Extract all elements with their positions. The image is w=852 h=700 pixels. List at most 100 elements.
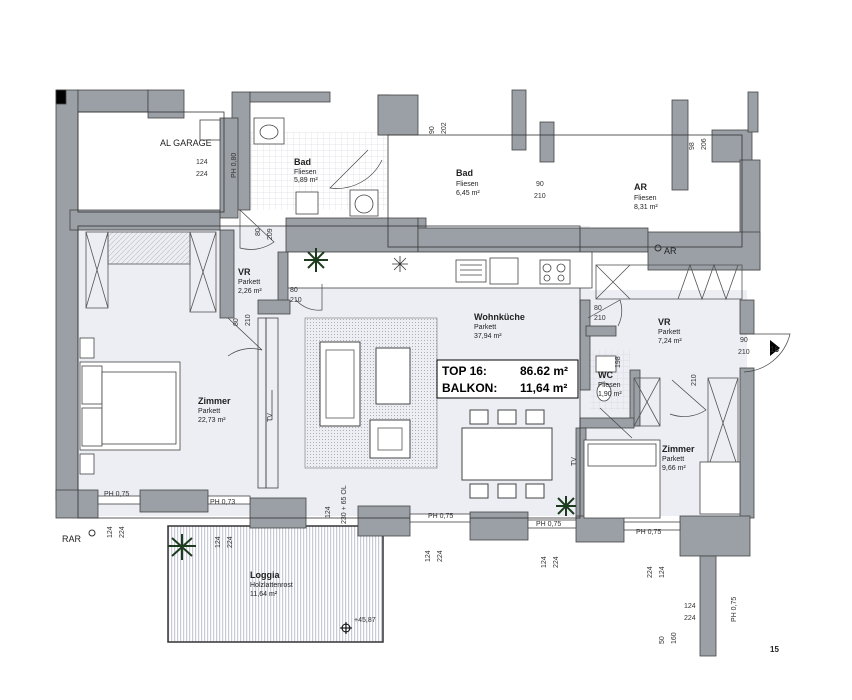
svg-text:210: 210 [738, 349, 750, 356]
living-furniture [304, 317, 553, 499]
svg-text:202: 202 [441, 122, 448, 134]
room-label-wohn: Wohnküche Parkett 37,94 m² [474, 312, 525, 340]
outlines [77, 111, 743, 519]
svg-text:124: 124 [107, 526, 114, 538]
svg-text:98: 98 [689, 142, 696, 150]
room-label-zimmer1: Zimmer Parkett 22,73 m² [198, 396, 231, 424]
room-label-loggia: Loggia Holzlattenrost 11,64 m² [250, 570, 293, 598]
windows [97, 495, 681, 531]
page-number: 15 [770, 645, 779, 654]
svg-text:PH 0,80: PH 0,80 [231, 153, 238, 178]
garage-label: AL GARAGE [160, 138, 212, 148]
svg-text:90: 90 [536, 181, 544, 188]
svg-text:90: 90 [740, 337, 748, 344]
svg-text:PH 0,75: PH 0,75 [428, 513, 453, 520]
svg-text:VR: VR [238, 267, 251, 277]
svg-text:7,24 m²: 7,24 m² [658, 338, 682, 345]
ar-marker: AR [664, 246, 677, 256]
svg-text:Zimmer: Zimmer [198, 396, 231, 406]
svg-text:8,31 m²: 8,31 m² [634, 204, 658, 211]
svg-text:210: 210 [594, 315, 606, 322]
svg-text:PH 0,75: PH 0,75 [104, 491, 129, 498]
svg-text:210: 210 [290, 297, 302, 304]
svg-text:PH 0,75: PH 0,75 [636, 529, 661, 536]
svg-text:224: 224 [437, 550, 444, 562]
doors [227, 149, 791, 439]
svg-text:230 + 65 OL: 230 + 65 OL [341, 485, 348, 524]
room-label-wc: WC Fliesen 1,90 m² [598, 370, 622, 398]
svg-text:210: 210 [534, 193, 546, 200]
svg-text:210: 210 [691, 374, 698, 386]
unit-number: 16 [770, 345, 779, 354]
svg-text:124: 124 [684, 603, 696, 610]
svg-text:Fliesen: Fliesen [634, 195, 657, 202]
svg-text:224: 224 [196, 171, 208, 178]
svg-text:124: 124 [659, 566, 666, 578]
rar-circle-icon [88, 529, 96, 537]
svg-text:6,45 m²: 6,45 m² [456, 190, 480, 197]
svg-text:Fliesen: Fliesen [294, 169, 317, 176]
svg-text:Bad: Bad [294, 157, 311, 167]
svg-text:+45,87: +45,87 [354, 617, 376, 624]
svg-text:124: 124 [541, 556, 548, 568]
svg-text:80: 80 [255, 228, 262, 236]
svg-text:198: 198 [615, 356, 622, 368]
room-label-ar: AR Fliesen 8,31 m² [634, 182, 658, 211]
svg-text:Fliesen: Fliesen [598, 382, 621, 389]
dividers [257, 317, 279, 489]
svg-text:160: 160 [671, 632, 678, 644]
svg-text:Parkett: Parkett [474, 324, 496, 331]
summary-balcony-value: 11,64 m² [520, 381, 567, 395]
svg-text:80: 80 [594, 305, 602, 312]
svg-text:AR: AR [634, 182, 647, 192]
svg-text:224: 224 [119, 526, 126, 538]
wardrobes [85, 231, 743, 469]
svg-text:124: 124 [425, 550, 432, 562]
room-label-zimmer2: Zimmer Parkett 9,66 m² [662, 444, 695, 472]
room-label-vr1: VR Parkett 2,26 m² [238, 267, 262, 295]
svg-text:224: 224 [227, 536, 234, 548]
svg-text:2,26 m²: 2,26 m² [238, 288, 262, 295]
svg-text:PH 0,75: PH 0,75 [536, 521, 561, 528]
ar-circle-icon [654, 244, 662, 252]
svg-text:80: 80 [290, 287, 298, 294]
svg-text:PH 0,75: PH 0,75 [731, 597, 738, 622]
dimension-labels: 124 224 PH 0,80 90 202 98 206 90 210 80 … [104, 122, 750, 644]
svg-text:Zimmer: Zimmer [662, 444, 695, 454]
svg-text:224: 224 [553, 556, 560, 568]
summary-top-label: TOP 16: [442, 364, 487, 378]
room-label-bad1: Bad Fliesen 5,89 m² [294, 157, 318, 184]
svg-text:90: 90 [429, 126, 436, 134]
svg-text:Parkett: Parkett [662, 456, 684, 463]
svg-text:124: 124 [215, 536, 222, 548]
entrance-arrow-icon [770, 340, 780, 356]
rar-marker: RAR [62, 534, 82, 544]
svg-text:124: 124 [196, 159, 208, 166]
room-label-bad2: Bad Fliesen 6,45 m² [456, 168, 480, 197]
summary-top-value: 86.62 m² [520, 364, 568, 378]
decor-star [392, 256, 408, 272]
svg-text:Fliesen: Fliesen [456, 181, 479, 188]
svg-text:TV: TV [571, 457, 578, 466]
svg-text:Holzlattenrost: Holzlattenrost [250, 582, 293, 589]
svg-text:Parkett: Parkett [198, 408, 220, 415]
svg-text:9,66 m²: 9,66 m² [662, 465, 686, 472]
svg-text:209: 209 [267, 228, 274, 240]
svg-text:WC: WC [598, 370, 613, 380]
svg-text:Bad: Bad [456, 168, 473, 178]
svg-text:VR: VR [658, 317, 671, 327]
svg-text:224: 224 [684, 615, 696, 622]
svg-text:Wohnküche: Wohnküche [474, 312, 525, 322]
kitchen-counter [287, 251, 593, 289]
summary-box [436, 359, 579, 399]
svg-text:TV: TV [267, 413, 274, 422]
summary-balcony-label: BALKON: [442, 381, 497, 395]
level-marker [340, 622, 352, 634]
svg-text:124: 124 [325, 506, 332, 518]
svg-text:PH 0,73: PH 0,73 [210, 499, 235, 506]
svg-text:22,73 m²: 22,73 m² [198, 417, 226, 424]
room-label-vr2: VR Parkett 7,24 m² [658, 317, 682, 345]
svg-text:224: 224 [647, 566, 654, 578]
walls [55, 89, 761, 657]
